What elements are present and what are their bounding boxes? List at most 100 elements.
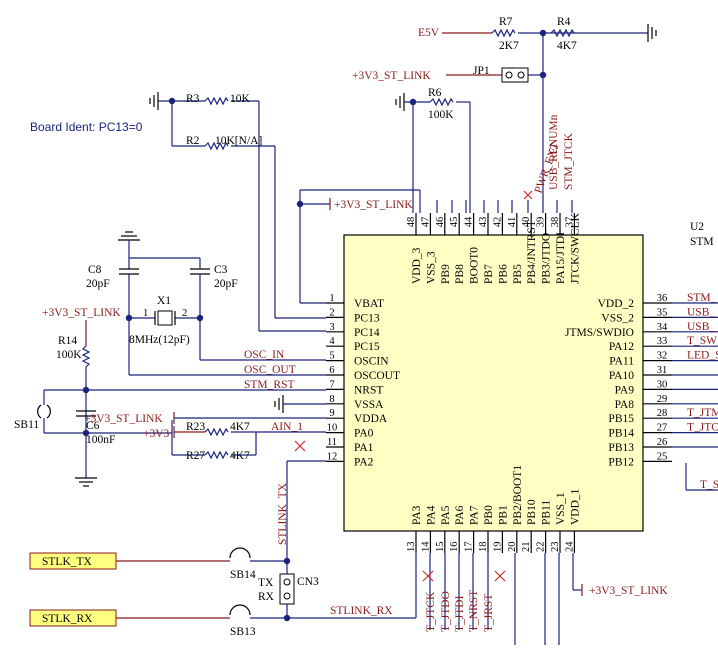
pin-name-45: PB8 <box>454 264 466 284</box>
pin-name-33: PA12 <box>609 341 634 353</box>
c8-val: 20pF <box>86 278 110 290</box>
pin-name-19: PB1 <box>497 505 509 525</box>
st-link-label-r14: +3V3_ST_LINK <box>42 307 121 319</box>
pin-name-18: PB0 <box>483 505 495 525</box>
right-net-label: USB_ <box>687 321 715 333</box>
pin-name-24: VDD_1 <box>569 488 581 525</box>
pin-num-48: 48 <box>406 217 417 228</box>
pin-name-14: PA4 <box>425 505 437 525</box>
pin-name-41: PB5 <box>512 264 524 284</box>
pin-name-2: PC13 <box>354 312 380 324</box>
r3-ref: R3 <box>186 93 200 105</box>
pin-num-9: 9 <box>329 408 334 419</box>
ground-symbol-vssa <box>274 395 284 413</box>
pin-num-30: 30 <box>657 379 668 390</box>
pin-num-38: 38 <box>550 217 561 228</box>
net-osc-in: OSC_IN <box>244 349 285 361</box>
pin-num-1: 1 <box>329 293 334 304</box>
pin-num-44: 44 <box>464 216 475 227</box>
r6-val: 100K <box>428 109 454 121</box>
pin-num-7: 7 <box>329 379 334 390</box>
pin-num-31: 31 <box>657 365 668 376</box>
net-usb-renum: USB_RENUMn <box>548 114 560 190</box>
pin-num-25: 25 <box>657 451 668 462</box>
c6-val: 100nF <box>86 434 115 446</box>
bottom-net-label: T_JTCK <box>425 591 437 632</box>
bottom-net-label: T_JTDO <box>440 591 452 632</box>
x1-ref: X1 <box>157 295 171 307</box>
r27-val: 4K7 <box>230 450 250 462</box>
pin-name-30: PA9 <box>615 384 635 396</box>
pin-num-24: 24 <box>564 541 575 552</box>
pin-num-21: 21 <box>521 542 532 553</box>
pin-name-48: VDD_3 <box>411 247 423 284</box>
net-osc-out: OSC_OUT <box>244 364 296 376</box>
st-link-label-vdda: +3V3_ST_LINK <box>84 413 163 425</box>
cn3-connector <box>279 573 295 605</box>
pin-num-37: 37 <box>564 217 575 228</box>
ground-symbol-r3 <box>149 92 159 110</box>
right-net-label: T_JTM <box>687 407 718 419</box>
v3-label: +3V3 <box>143 428 170 440</box>
cn3-ref: CN3 <box>297 576 319 588</box>
pin-num-29: 29 <box>657 394 668 405</box>
pin-name-29: PA8 <box>615 399 635 411</box>
right-net-label: T_SW <box>687 335 717 347</box>
r14-val: 100K <box>56 349 82 361</box>
jp1-ref: JP1 <box>473 65 490 77</box>
pin-name-28: PB15 <box>608 413 634 425</box>
st-link-label-vdd1: +3V3_ST_LINK <box>589 585 668 597</box>
e5v-label: E5V <box>418 27 440 39</box>
ic-part: STM <box>690 236 714 248</box>
pin-name-34: JTMS/SWDIO <box>565 327 634 339</box>
right-net-label: STM_ <box>687 292 717 304</box>
pin-num-5: 5 <box>329 351 334 362</box>
pin-name-15: PA5 <box>440 505 452 525</box>
pin-num-36: 36 <box>657 293 668 304</box>
pin-name-37: JTCK/SWCLK <box>569 212 581 284</box>
pin-num-46: 46 <box>435 217 446 228</box>
r4-ref: R4 <box>557 16 571 28</box>
pin-name-21: PB10 <box>526 499 538 525</box>
r7-resistor <box>491 28 516 38</box>
pin-name-32: PA11 <box>609 356 634 368</box>
r23-val: 4K7 <box>230 421 250 433</box>
net-ain1: AIN_1 <box>271 421 303 433</box>
pin-num-32: 32 <box>657 351 668 362</box>
pin-name-22: PB11 <box>541 500 553 525</box>
pin-num-45: 45 <box>449 217 460 228</box>
pin-num-12: 12 <box>327 451 338 462</box>
pin-name-4: PC15 <box>354 341 380 353</box>
right-net-label: T_JTC <box>687 422 718 434</box>
pin-num-19: 19 <box>492 542 503 553</box>
net-stm-rst: STM_RST <box>244 379 295 391</box>
pin-name-47: VSS_3 <box>425 251 437 284</box>
r7-val: 2K7 <box>499 40 519 52</box>
pin-num-17: 17 <box>464 542 475 553</box>
pin-num-23: 23 <box>550 542 561 553</box>
r3-resistor <box>204 96 229 106</box>
r23-resistor <box>204 427 229 437</box>
pin-name-40: PB4/JNTRST <box>526 220 538 284</box>
pin-name-44: BOOT0 <box>469 247 481 284</box>
c8-ref: C8 <box>88 264 102 276</box>
pin-name-20: PB2/BOOT1 <box>512 465 524 525</box>
board-ident: Board Ident: PC13=0 <box>30 120 143 134</box>
pin-num-42: 42 <box>492 217 503 228</box>
r14-ref: R14 <box>58 335 77 347</box>
pin-name-25: PB12 <box>608 456 634 468</box>
r2-resistor <box>204 141 229 151</box>
sb11-bridge <box>37 404 42 419</box>
pin-name-42: PB6 <box>497 264 509 284</box>
x1-pin2: 2 <box>182 308 187 319</box>
ground-symbol-osc <box>118 231 140 241</box>
cn3-rx: RX <box>258 591 275 603</box>
cn3-tx: TX <box>258 577 274 589</box>
pin-name-6: OSCOUT <box>354 370 400 382</box>
pin-num-13: 13 <box>406 542 417 553</box>
pin-name-9: VDDA <box>354 413 388 425</box>
port-stlk-tx-label: STLK_TX <box>42 556 93 568</box>
pin-num-16: 16 <box>449 542 460 553</box>
